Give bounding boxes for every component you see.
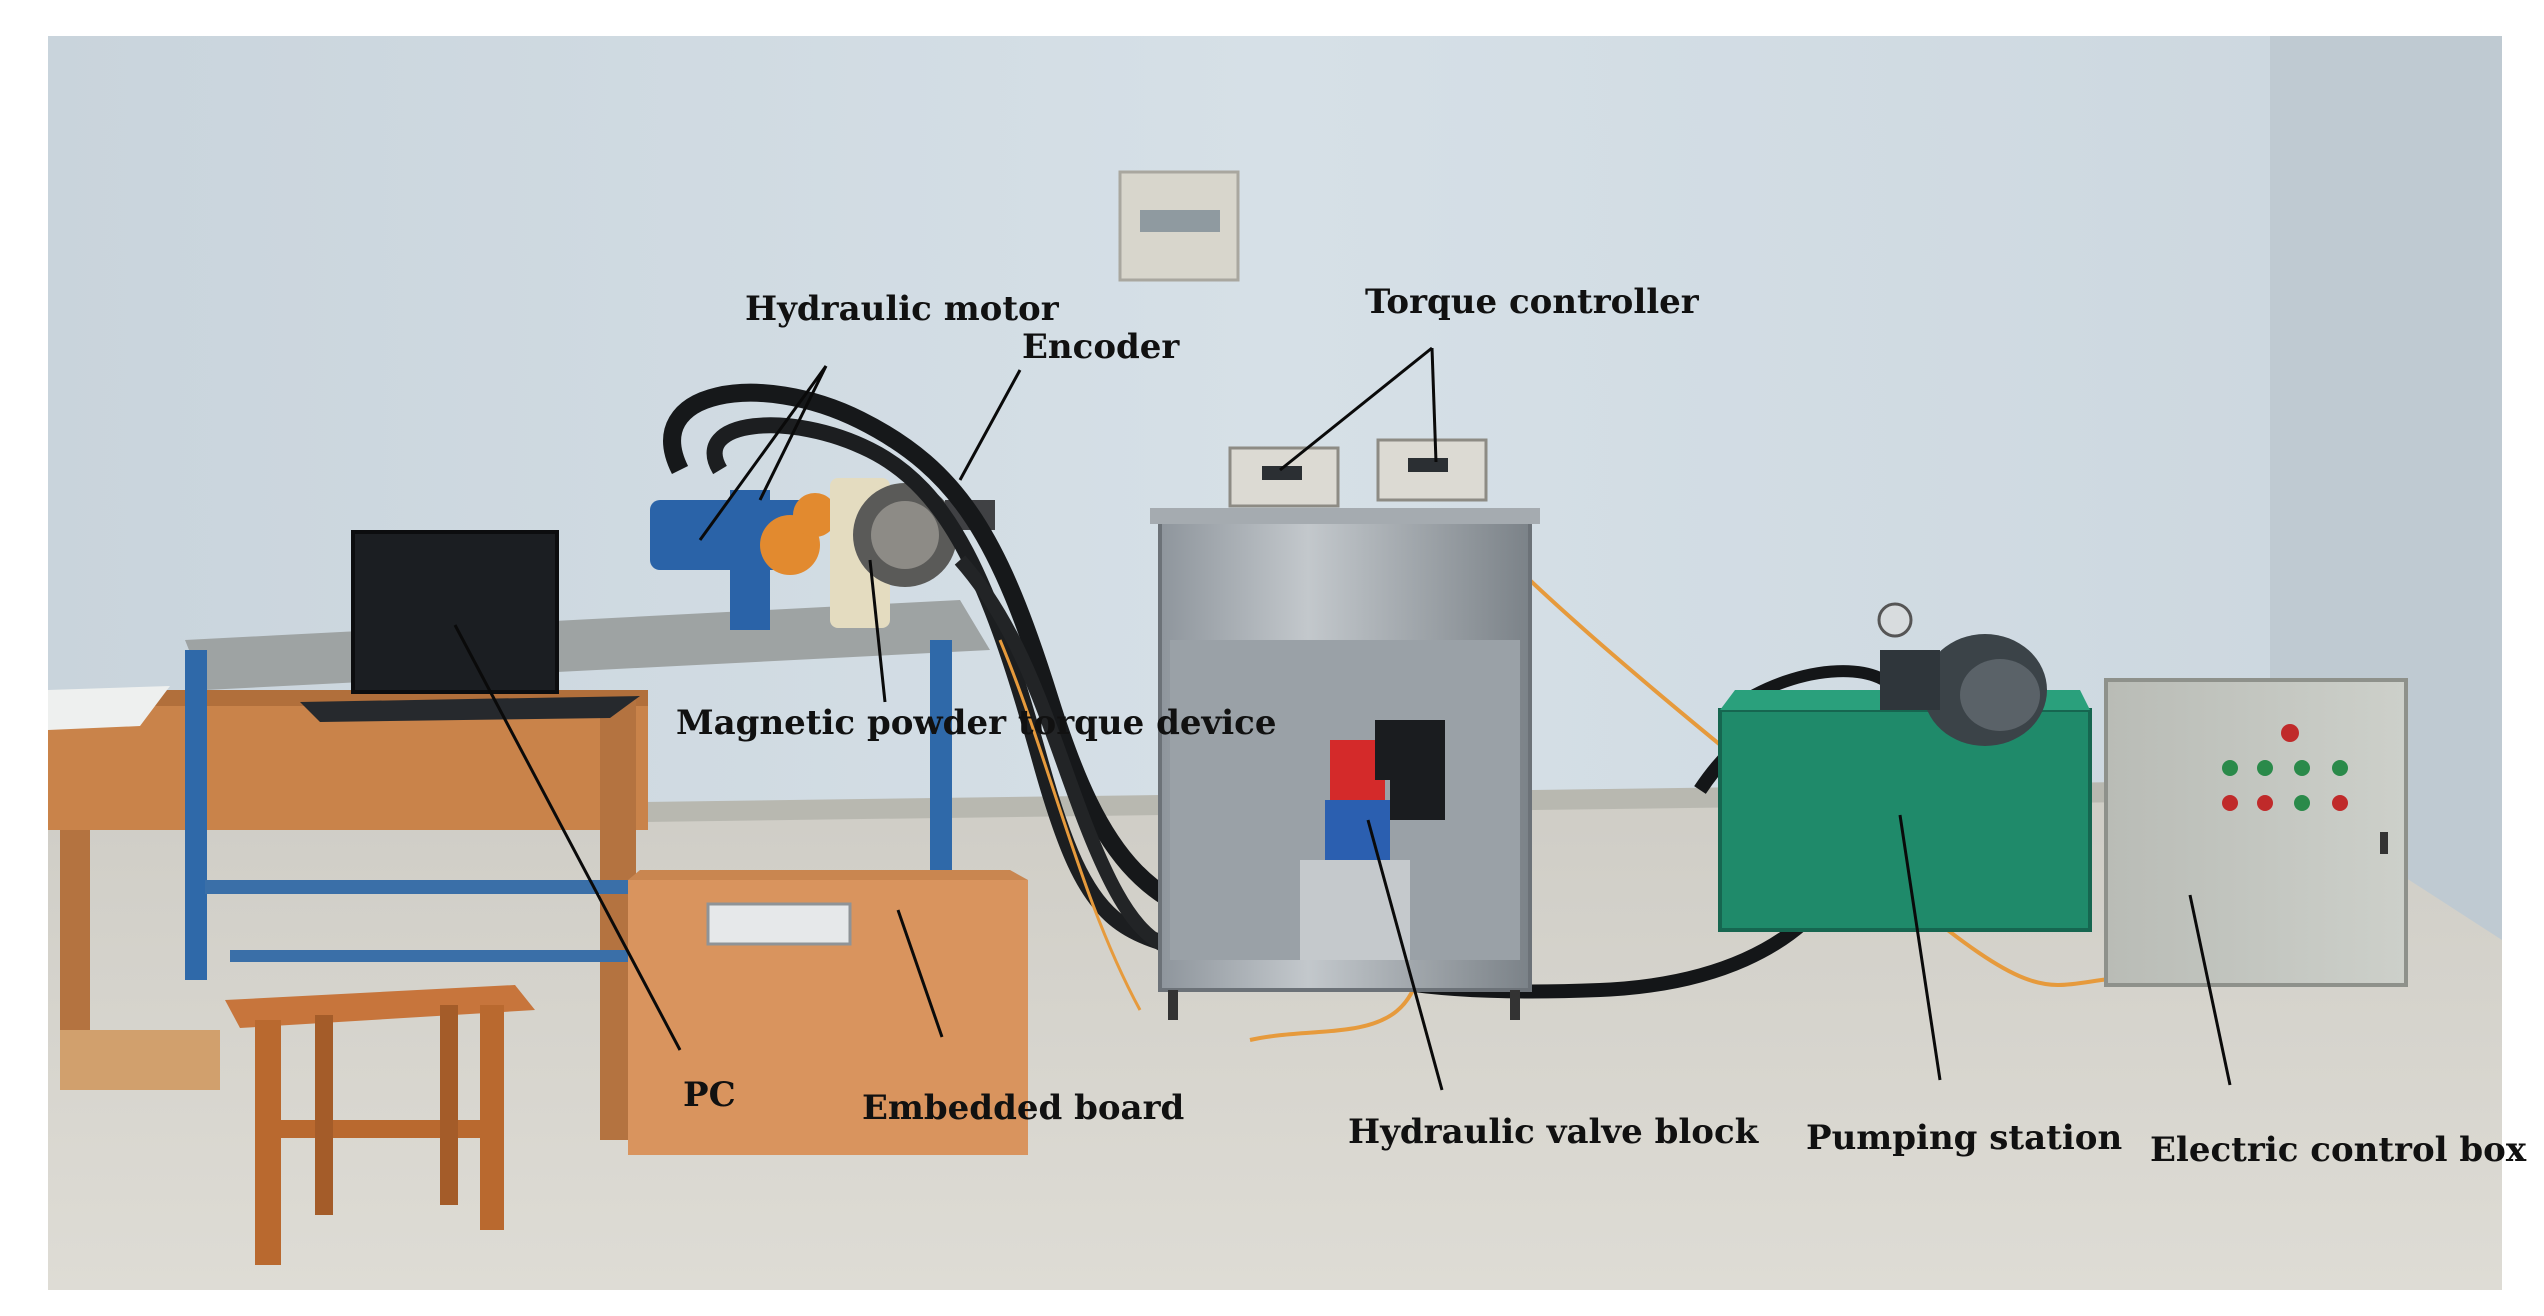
label-hydraulic-motor: Hydraulic motor <box>745 289 1059 329</box>
label-magnetic-powder-torque-device: Magnetic powder torque device <box>676 703 1277 743</box>
label-embedded-board: Embedded board <box>862 1088 1185 1128</box>
label-electric-control-box: Electric control box <box>2150 1130 2527 1170</box>
label-pumping-station: Pumping station <box>1806 1118 2123 1158</box>
label-encoder: Encoder <box>1022 327 1180 367</box>
label-torque-controller: Torque controller <box>1365 282 1699 322</box>
label-hydraulic-valve-block: Hydraulic valve block <box>1348 1112 1759 1152</box>
label-pc: PC <box>683 1075 736 1115</box>
